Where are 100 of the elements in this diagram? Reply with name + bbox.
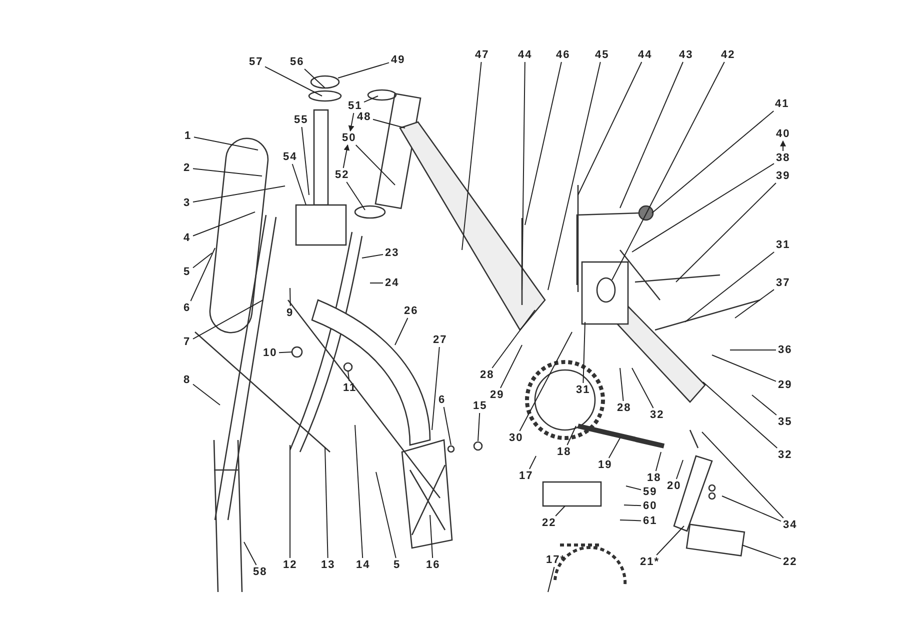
leader-line (192, 300, 264, 340)
callout-number: 61 (642, 515, 658, 527)
callout-number: 39 (775, 170, 792, 182)
leader-line (620, 368, 624, 402)
leader-line (742, 544, 782, 560)
leader-line (324, 446, 328, 558)
callout-number: 7 (182, 336, 192, 348)
leader-line (264, 66, 322, 96)
leader-line (652, 110, 774, 214)
leader-line (655, 452, 662, 472)
leader-line (364, 96, 378, 103)
callout-number: 40 (775, 128, 792, 140)
callout-number: 24 (384, 277, 400, 289)
leader-line (555, 506, 566, 516)
callout-number: 17* (545, 554, 567, 566)
callout-number: 32 (777, 449, 794, 461)
leader-line (734, 289, 774, 318)
callout-number: 4 (182, 232, 192, 244)
leader-line (620, 62, 684, 208)
leader-line (354, 424, 364, 558)
callout-number: 27 (432, 334, 448, 346)
leader-line (656, 526, 684, 556)
leader-line (244, 542, 257, 566)
leader-line (529, 456, 536, 470)
callout-number: 5 (182, 266, 192, 278)
callout-number: 34 (782, 519, 798, 531)
leader-line (192, 212, 256, 236)
leader-line (301, 126, 310, 196)
callout-number: 5 (392, 559, 402, 571)
leader-line (676, 460, 684, 480)
leader-line (462, 62, 482, 250)
leader-line (190, 248, 216, 302)
leader-line (346, 182, 366, 210)
leader-line (626, 486, 642, 490)
leader-line (676, 182, 776, 282)
callout-number: 43 (678, 49, 694, 61)
callout-number: 51 (347, 100, 364, 112)
leader-line (702, 432, 784, 518)
callout-number: 57 (248, 56, 264, 68)
callout-number: 37 (775, 277, 792, 289)
callout-number: 60 (642, 500, 658, 512)
leader-line (192, 186, 286, 203)
leader-line (430, 514, 434, 558)
leader-line (624, 504, 642, 506)
callout-number: 30 (508, 432, 524, 444)
callout-number: 8 (182, 374, 192, 386)
leader-line (524, 62, 562, 226)
callout-number: 29 (777, 379, 794, 391)
callout-number: 26 (403, 305, 420, 317)
callout-number: 15 (472, 400, 488, 412)
arrow (342, 144, 350, 168)
leader-line (492, 310, 536, 368)
leader-line (338, 62, 390, 78)
callout-number: 12 (282, 559, 298, 571)
leader-line (752, 394, 777, 416)
callout-number: 11 (342, 382, 358, 394)
callout-number: 52 (334, 169, 350, 181)
leader-line (500, 344, 522, 388)
callout-number: 18 (556, 446, 572, 458)
callout-number: 47 (474, 49, 490, 61)
leader-line (582, 322, 586, 384)
leader-line (632, 163, 774, 252)
callout-number: 19 (597, 459, 614, 471)
leader-line (376, 472, 396, 558)
leader-line (348, 370, 350, 382)
leader-line (712, 354, 776, 382)
leader-line (394, 318, 408, 346)
callout-number: 58 (252, 566, 268, 578)
leader-line (566, 426, 576, 446)
callout-number: 9 (286, 307, 295, 319)
leader-line (612, 62, 725, 280)
callout-number: 38 (775, 152, 792, 164)
leader-line (192, 252, 212, 268)
callout-number: 29 (489, 389, 506, 401)
callout-number: 50 (341, 132, 358, 144)
callout-number: 23 (384, 247, 400, 259)
callout-number: 49 (390, 54, 406, 66)
leader-line (702, 382, 778, 448)
leader-line (192, 168, 262, 176)
callout-number: 46 (555, 49, 572, 61)
callout-number: 13 (320, 559, 336, 571)
callout-number: 21* (639, 556, 661, 568)
leader-line (278, 352, 292, 354)
callout-number: 28 (616, 402, 632, 414)
leader-line (519, 332, 572, 432)
callout-number: 16 (425, 559, 442, 571)
leader-line (478, 412, 480, 442)
leader-line (290, 288, 291, 306)
leader-line (548, 566, 555, 592)
callout-number: 6 (438, 394, 447, 406)
callout-number: 42 (720, 49, 736, 61)
callout-number: 55 (293, 114, 310, 126)
leader-line (578, 62, 642, 196)
leader-line (372, 118, 406, 128)
leader-line (522, 62, 526, 290)
callout-number: 1 (184, 130, 193, 142)
callout-number: 28 (479, 369, 496, 381)
leader-line (292, 164, 306, 206)
leader-line (620, 520, 642, 522)
callout-number: 44 (637, 49, 654, 61)
